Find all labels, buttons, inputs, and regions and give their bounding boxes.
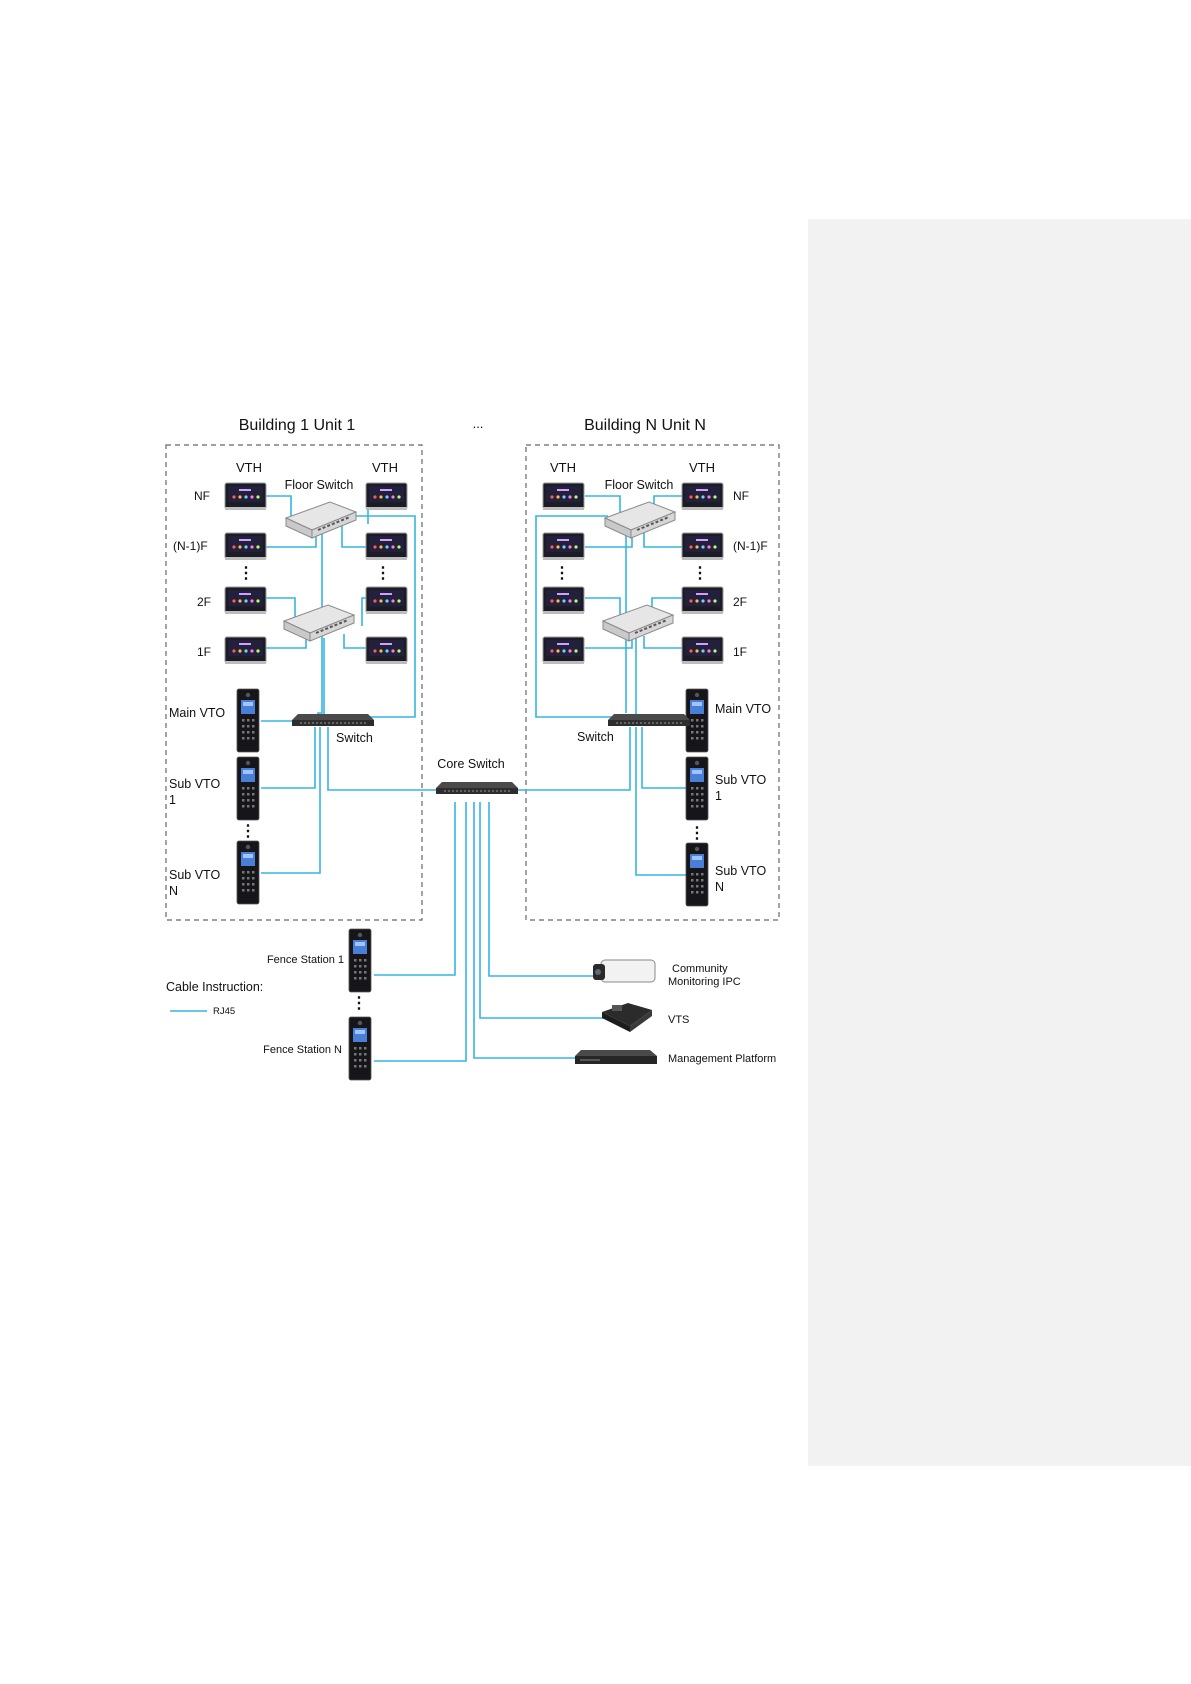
unit-switch-device bbox=[607, 713, 691, 727]
fence-station-1-label: Fence Station 1 bbox=[267, 954, 344, 966]
vth-monitor bbox=[365, 586, 408, 615]
vth-monitor bbox=[224, 482, 267, 511]
fence-station-device bbox=[348, 928, 372, 993]
floor-switch-device bbox=[285, 501, 357, 539]
management-platform-label: Management Platform bbox=[668, 1053, 776, 1065]
vth-label: VTH bbox=[236, 460, 262, 475]
floor-switch-label: Floor Switch bbox=[285, 478, 354, 492]
floor-label-2f: 2F bbox=[733, 595, 747, 609]
vth-label: VTH bbox=[372, 460, 398, 475]
core-switch-device bbox=[435, 781, 519, 795]
building-1-boundary bbox=[165, 444, 423, 921]
vth-monitor bbox=[224, 586, 267, 615]
floor-switch-label: Floor Switch bbox=[605, 478, 674, 492]
vth-label: VTH bbox=[689, 460, 715, 475]
fence-station-n-label: Fence Station N bbox=[263, 1044, 342, 1056]
vth-monitor bbox=[365, 636, 408, 665]
vth-monitor bbox=[224, 636, 267, 665]
vth-monitor bbox=[542, 532, 585, 561]
main-vto-label: Main VTO bbox=[715, 702, 771, 716]
sub-vto-number: N bbox=[169, 884, 178, 898]
legend-rj45-label: RJ45 bbox=[213, 1006, 235, 1017]
floor-switches bbox=[283, 501, 676, 642]
vto-device bbox=[236, 688, 260, 753]
vertical-ellipsis: ⋮ bbox=[240, 823, 256, 840]
building-separator-ellipsis: ... bbox=[473, 416, 484, 431]
sub-vto-label: Sub VTO bbox=[715, 864, 766, 878]
community-monitoring-ipc-label: Community bbox=[672, 963, 728, 975]
building-1-title: Building 1 Unit 1 bbox=[239, 417, 356, 434]
vth-monitor bbox=[542, 482, 585, 511]
vth-monitor bbox=[542, 636, 585, 665]
building-n-title: Building N Unit N bbox=[584, 417, 706, 434]
management-server-icon bbox=[575, 1050, 657, 1064]
vth-monitor bbox=[681, 482, 724, 511]
floor-label-n1f: (N-1)F bbox=[733, 539, 768, 553]
vth-label: VTH bbox=[550, 460, 576, 475]
floor-switch-device bbox=[604, 501, 676, 539]
core-switch-label: Core Switch bbox=[437, 757, 504, 771]
floor-label-n1f: (N-1)F bbox=[173, 539, 208, 553]
sub-vto-label: Sub VTO bbox=[169, 868, 220, 882]
vth-monitor bbox=[542, 586, 585, 615]
unit-switch-device bbox=[291, 713, 375, 727]
vth-monitor bbox=[365, 482, 408, 511]
comment-sidebar bbox=[808, 219, 1191, 1466]
vertical-ellipsis: ⋮ bbox=[554, 565, 570, 582]
building-n-boundary bbox=[525, 444, 780, 921]
vto-device bbox=[685, 842, 709, 907]
fence-station-device bbox=[348, 1016, 372, 1081]
vto-device bbox=[236, 840, 260, 905]
vts-label: VTS bbox=[668, 1014, 689, 1026]
vth-monitor bbox=[224, 532, 267, 561]
sub-vto-number: N bbox=[715, 880, 724, 894]
sub-vto-number: 1 bbox=[715, 789, 722, 803]
switch-label: Switch bbox=[577, 730, 614, 744]
vertical-ellipsis: ⋮ bbox=[689, 825, 705, 842]
floor-switch-device bbox=[602, 604, 674, 642]
main-vto-label: Main VTO bbox=[169, 706, 225, 720]
vertical-ellipsis: ⋮ bbox=[375, 565, 391, 582]
vts-console-icon bbox=[602, 1003, 652, 1032]
vto-device bbox=[685, 756, 709, 821]
vto-device bbox=[236, 756, 260, 821]
vth-monitor bbox=[365, 532, 408, 561]
vth-monitor bbox=[681, 636, 724, 665]
vertical-ellipsis: ⋮ bbox=[692, 565, 708, 582]
floor-label-2f: 2F bbox=[197, 595, 211, 609]
floor-label-1f: 1F bbox=[197, 645, 211, 659]
vertical-ellipsis: ⋮ bbox=[238, 565, 254, 582]
vth-monitor bbox=[681, 532, 724, 561]
sub-vto-number: 1 bbox=[169, 793, 176, 807]
sub-vto-label: Sub VTO bbox=[169, 777, 220, 791]
sub-vto-label: Sub VTO bbox=[715, 773, 766, 787]
ipc-camera-icon bbox=[593, 959, 656, 983]
floor-label-nf: NF bbox=[733, 489, 749, 503]
vertical-ellipsis: ⋮ bbox=[351, 995, 367, 1012]
floor-label-1f: 1F bbox=[733, 645, 747, 659]
cable-instruction-title: Cable Instruction: bbox=[166, 980, 263, 994]
switch-label: Switch bbox=[336, 731, 373, 745]
community-monitoring-ipc-label: Monitoring IPC bbox=[668, 976, 741, 988]
vth-monitor bbox=[681, 586, 724, 615]
floor-label-nf: NF bbox=[194, 489, 210, 503]
